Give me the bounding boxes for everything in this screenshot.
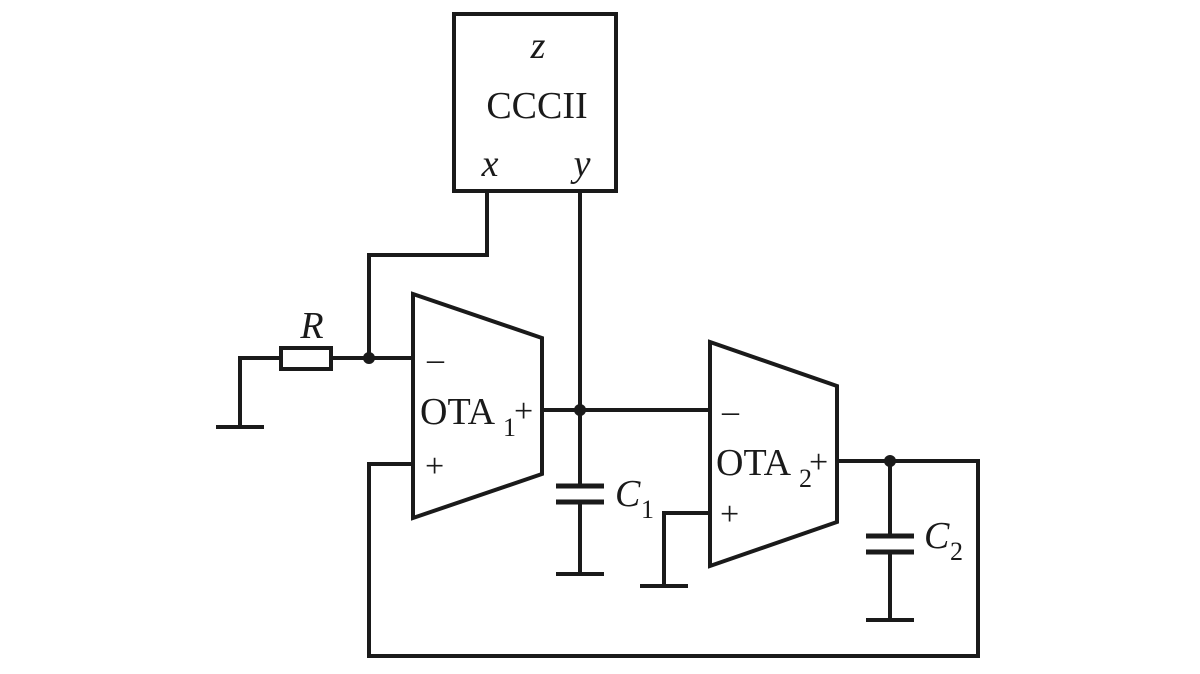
ota1-symbol [411,291,544,521]
junction-node-a [363,352,375,364]
resistor-r [279,346,333,371]
wire-x-to-node-a [367,190,489,360]
cccii-x-label: x [481,143,499,185]
ota2-subscript: 2 [799,464,812,493]
ota1-subscript: 1 [503,413,516,442]
wire-ota2-out-feedback-loop [367,459,980,658]
c1-label: C [615,473,641,515]
cccii-title: CCCII [486,85,587,127]
cccii-z-label: z [530,25,546,67]
cccii-y-label: y [570,143,591,185]
ota1-in-plus: + [425,448,444,485]
ota2-minus-sign: – [721,393,740,430]
ota1-minus-sign: – [426,341,445,378]
ota2-out-plus: + [809,444,828,481]
wires [216,190,980,658]
junction-node-c [884,455,896,467]
c2-label: C [924,515,950,557]
capacitor-c2 [866,533,914,555]
ota2-in-plus: + [720,496,739,533]
ota1-name: OTA [420,391,496,433]
ota2-symbol [708,339,839,569]
cccii-block [452,12,618,193]
capacitor-c1 [556,483,604,505]
wire-ground-to-resistor [238,356,282,429]
junction-node-b [574,404,586,416]
ota1-out-plus: + [514,393,533,430]
resistor-label: R [299,305,323,347]
ota2-name: OTA [716,442,792,484]
c2-subscript: 2 [950,537,963,566]
wire-ota2-plus-to-ground [662,511,712,588]
c1-subscript: 1 [641,495,654,524]
